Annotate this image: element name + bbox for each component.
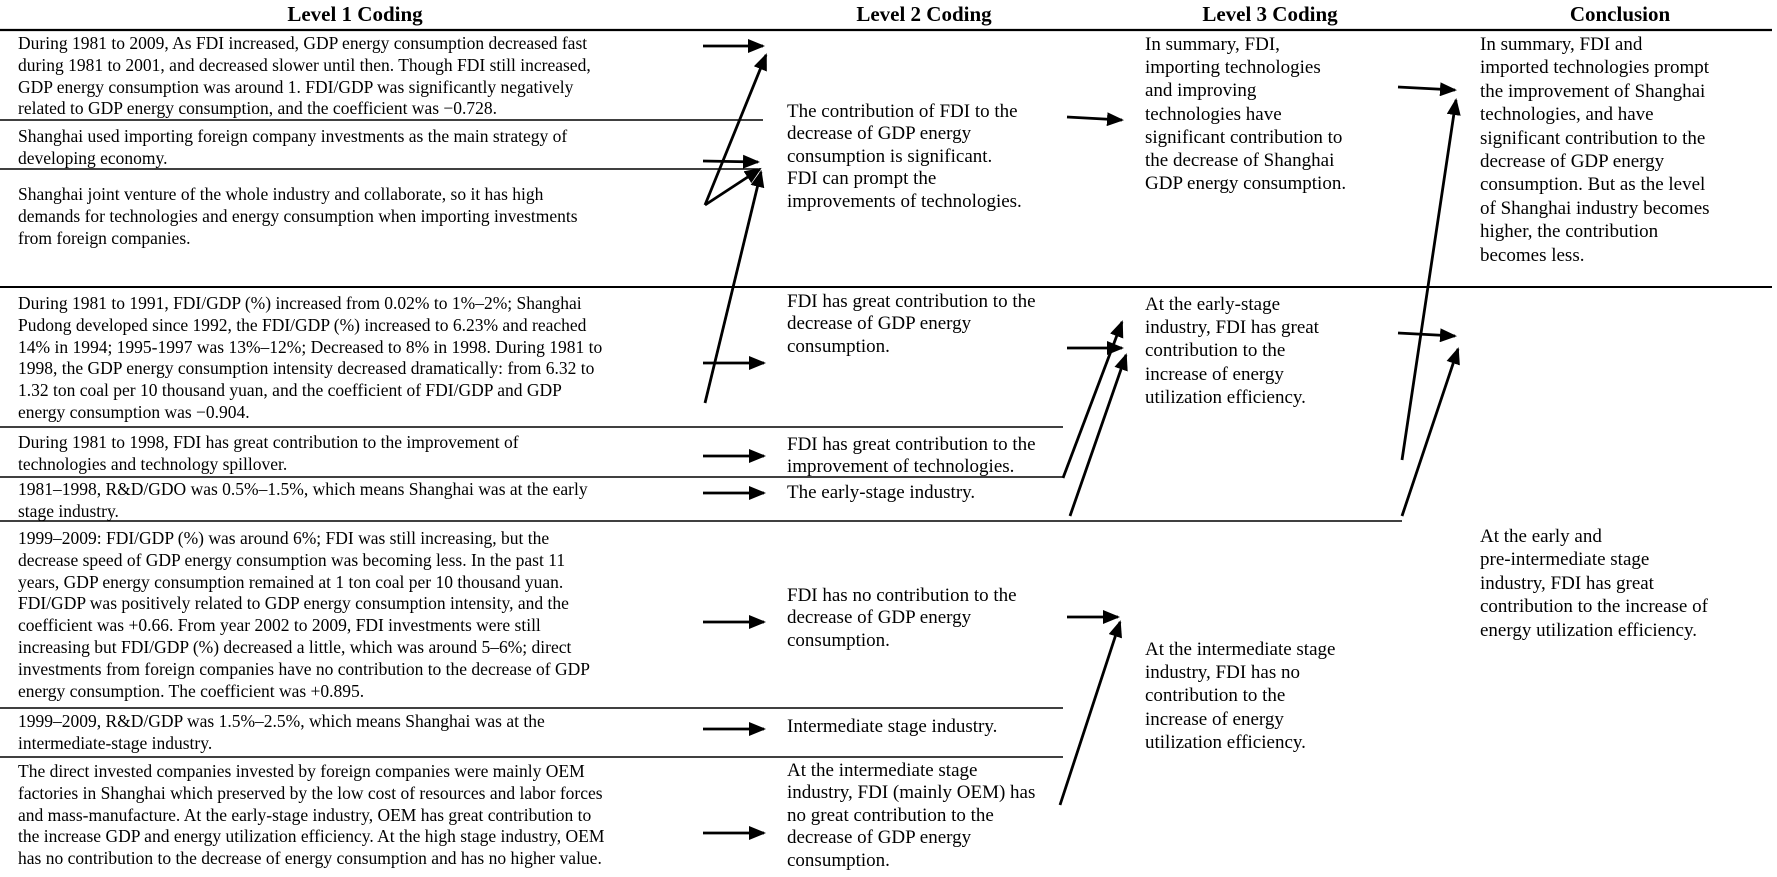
arrow-l2-1-to-l3-1 xyxy=(1066,112,1124,127)
level1-block-l1-2: Shanghai used importing foreign company … xyxy=(18,126,568,168)
arrow-l1-4-to-l2-1 xyxy=(703,170,765,404)
level2-block-l2-1: The contribution of FDI to the decrease … xyxy=(787,101,1022,212)
arrow-l1-2-to-l2-1 xyxy=(702,154,760,169)
level2-block-l2-5: FDI has no contribution to the decrease … xyxy=(787,585,1017,651)
column-header-level3: Level 3 Coding xyxy=(1202,2,1338,26)
level1-block-l1-3: Shanghai joint venture of the whole indu… xyxy=(18,184,578,248)
level1-block-l1-5: During 1981 to 1998, FDI has great contr… xyxy=(18,432,519,474)
level3-block-l3-3: At the intermediate stage industry, FDI … xyxy=(1145,639,1336,753)
level1-block-l1-1: During 1981 to 2009, As FDI increased, G… xyxy=(18,33,591,119)
conclusion-block-c-2: At the early and pre-intermediate stage … xyxy=(1480,526,1708,641)
arrow-l3-2-to-c-1 xyxy=(1400,98,1461,461)
column-header-level1: Level 1 Coding xyxy=(287,2,423,26)
arrow-l1-3-to-l2-1 xyxy=(703,53,768,206)
conclusion-block-c-1: In summary, FDI and imported technologie… xyxy=(1480,34,1710,266)
arrow-l3-2-to-c-2 xyxy=(1397,328,1457,343)
level1-block-l1-9: The direct invested companies invested b… xyxy=(18,761,605,869)
level2-block-l2-4: The early-stage industry. xyxy=(787,482,976,503)
arrow-l2-7-to-l3-3 xyxy=(1058,620,1122,806)
level2-block-l2-3: FDI has great contribution to the improv… xyxy=(787,434,1036,478)
level3-block-l3-2: At the early-stage industry, FDI has gre… xyxy=(1145,294,1319,408)
level2-block-l2-7: At the intermediate stage industry, FDI … xyxy=(787,760,1036,871)
level1-block-l1-8: 1999–2009, R&D/GDP was 1.5%–2.5%, which … xyxy=(18,711,545,753)
level3-block-l3-1: In summary, FDI, importing technologies … xyxy=(1145,34,1347,195)
column-header-conclusion: Conclusion xyxy=(1569,2,1671,26)
level1-block-l1-7: 1999–2009: FDI/GDP (%) was around 6%; FD… xyxy=(18,528,590,701)
relation-arrows xyxy=(702,39,1461,840)
arrow-l3-1-to-c-1 xyxy=(1397,82,1457,97)
arrow-l2-3-to-l3-2 xyxy=(1061,320,1124,479)
level2-block-l2-6: Intermediate stage industry. xyxy=(787,716,998,737)
level1-block-l1-4: During 1981 to 1991, FDI/GDP (%) increas… xyxy=(18,293,603,422)
separator-rules xyxy=(0,28,1772,758)
column-header-level2: Level 2 Coding xyxy=(856,2,992,26)
level1-block-l1-6: 1981–1998, R&D/GDO was 0.5%–1.5%, which … xyxy=(18,479,588,521)
arrow-l2-4-to-l3-2 xyxy=(1068,353,1128,517)
level2-block-l2-2: FDI has great contribution to the decrea… xyxy=(787,291,1036,357)
arrow-l3-3-to-c-2 xyxy=(1400,347,1460,517)
